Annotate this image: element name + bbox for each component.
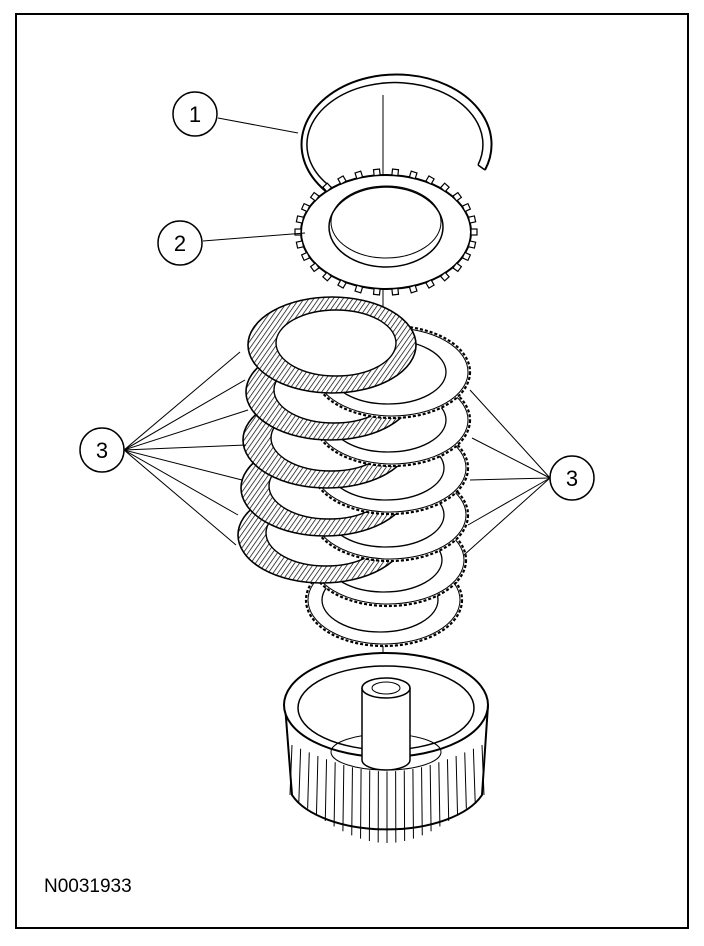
callout-1-label: 1 xyxy=(189,102,201,127)
callout-2: 2 xyxy=(157,220,203,266)
pressure-plate xyxy=(294,168,478,296)
callout-3-right: 3 xyxy=(549,455,595,501)
callout-3-right-label: 3 xyxy=(566,466,578,491)
callout-2-label: 2 xyxy=(174,231,186,256)
friction-disc xyxy=(247,296,417,394)
callout-3-left: 3 xyxy=(79,427,125,473)
figure-frame xyxy=(15,13,689,929)
leader-lines xyxy=(123,117,551,556)
clutch-pack xyxy=(237,296,472,648)
callout-3-left-label: 3 xyxy=(96,438,108,463)
clutch-drum xyxy=(283,652,489,843)
figure-code: N0031933 xyxy=(44,876,132,897)
callout-1: 1 xyxy=(172,91,218,137)
